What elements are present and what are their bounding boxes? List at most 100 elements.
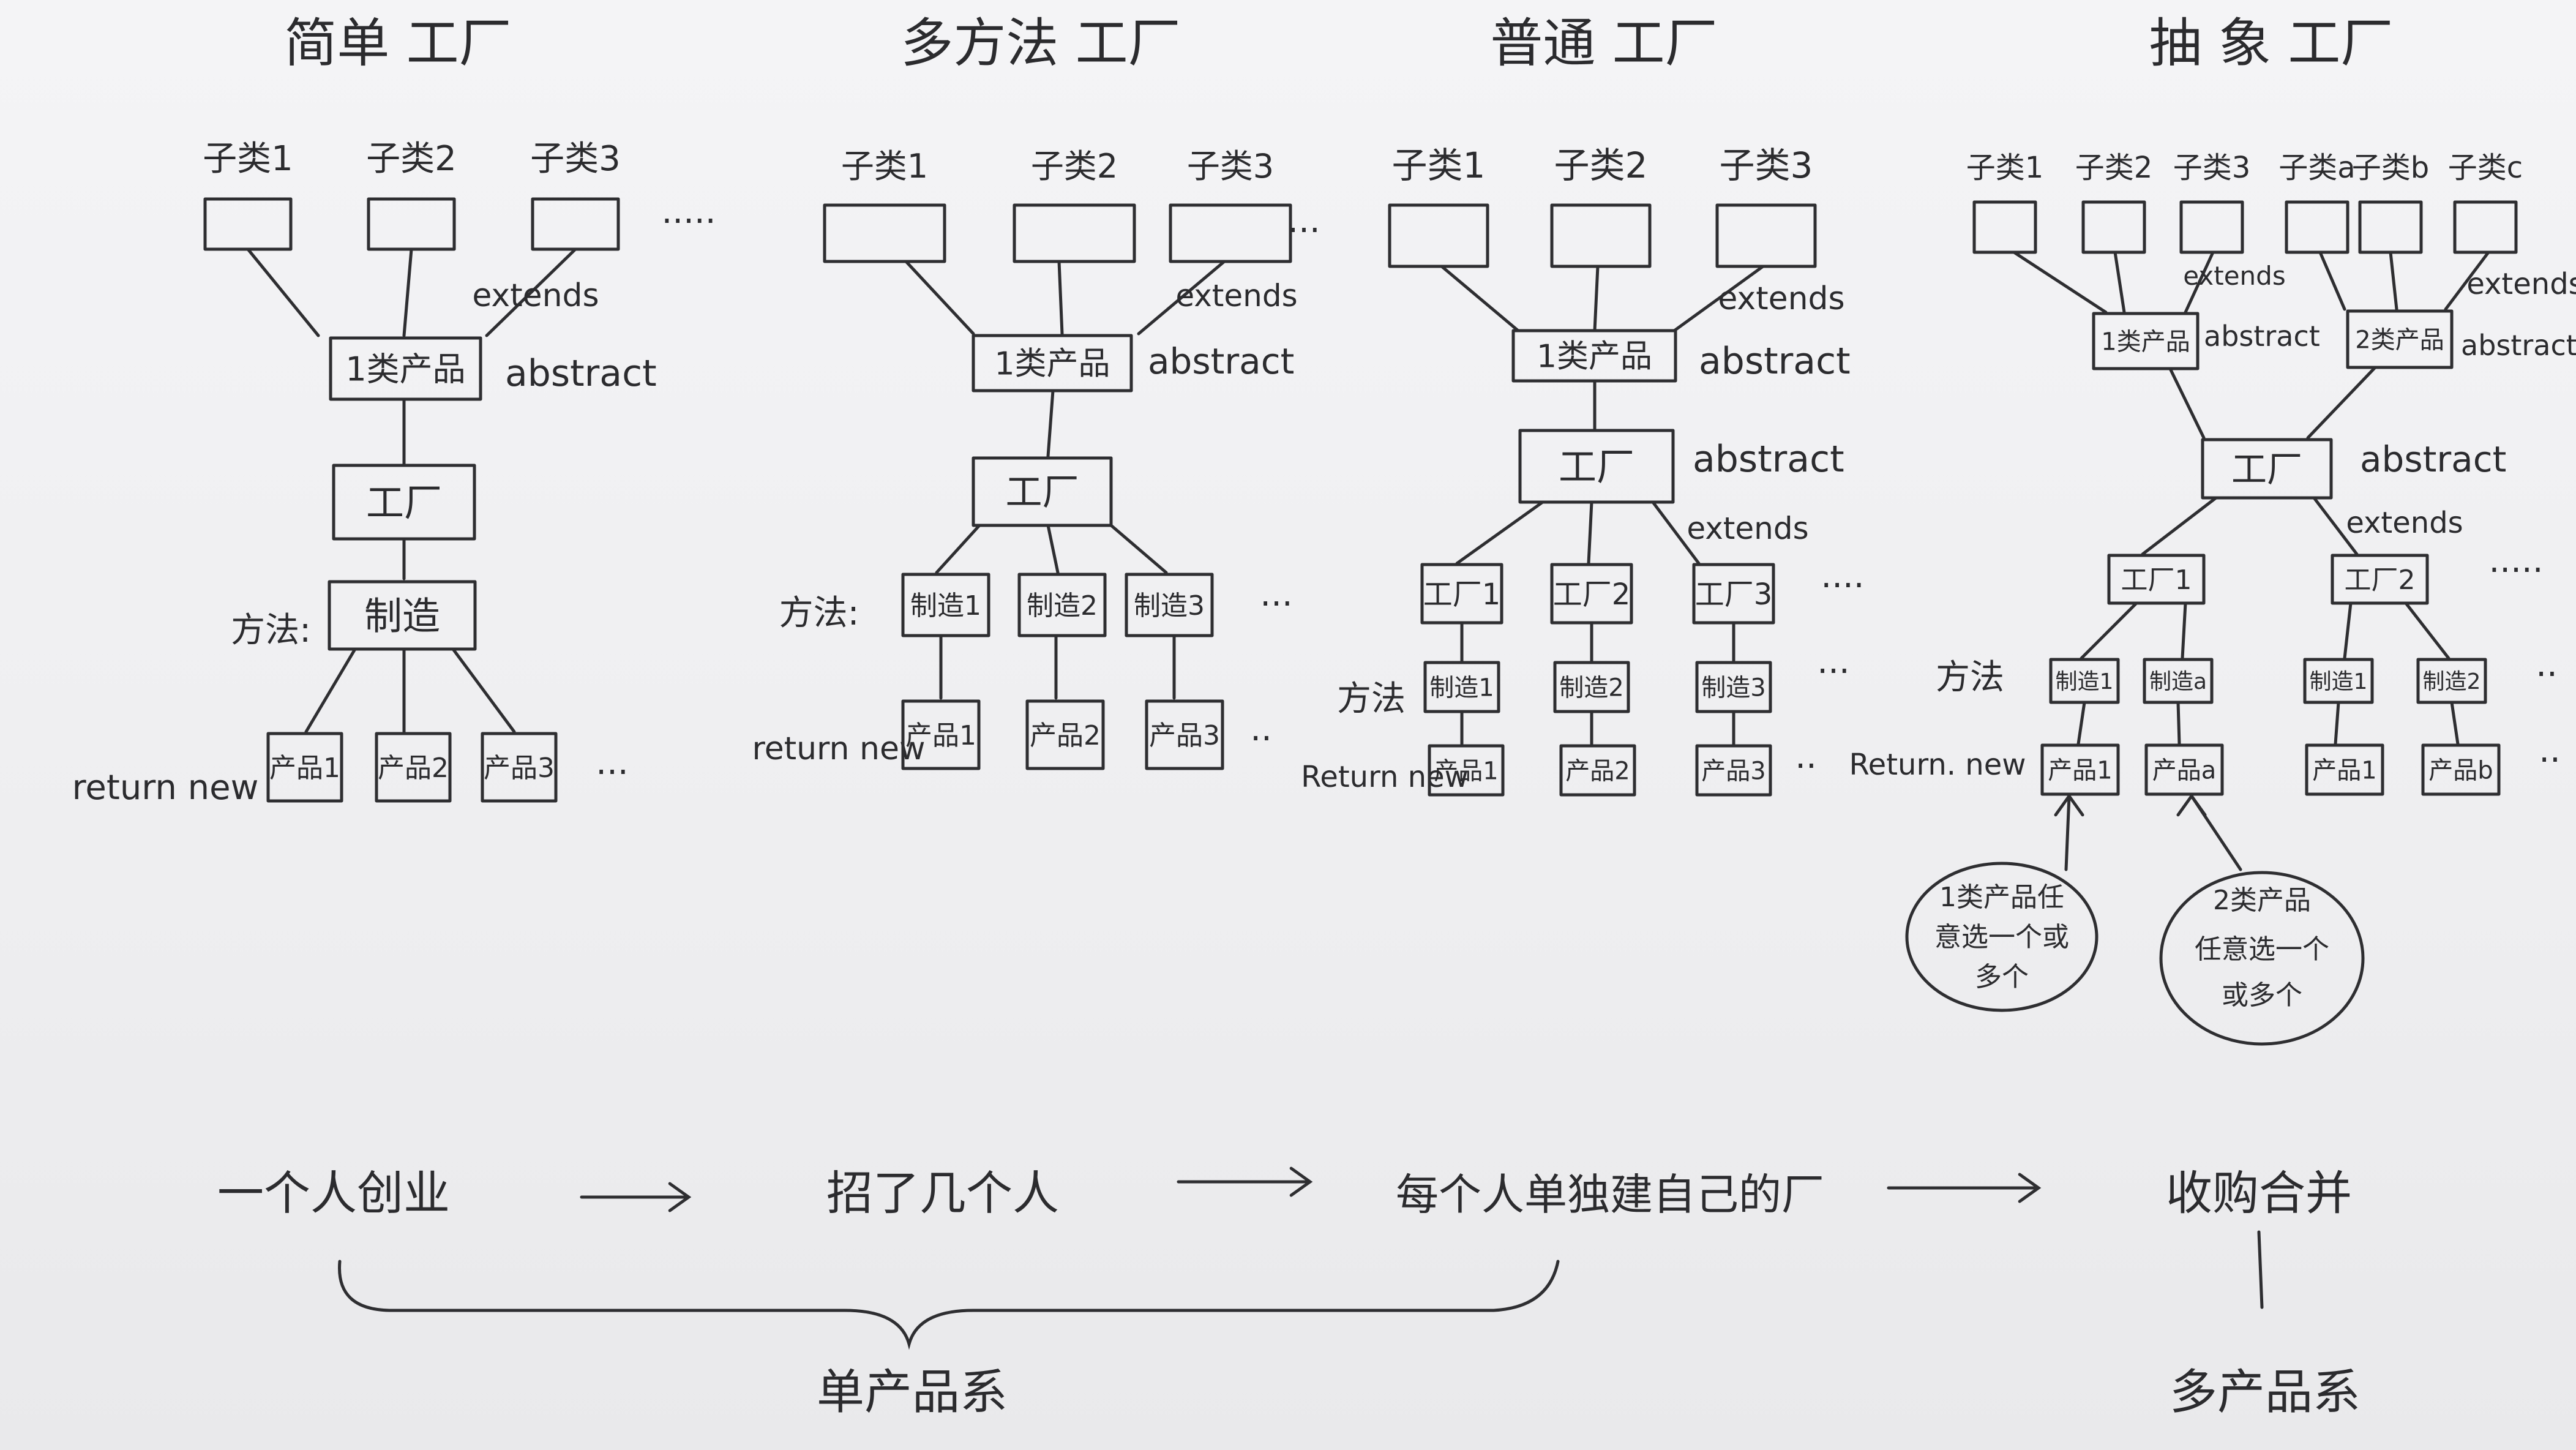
return-new-label: return new bbox=[72, 768, 259, 808]
subclass-box bbox=[1169, 203, 1292, 263]
product-box-label: 产品2 bbox=[378, 753, 449, 784]
product-class-box-label: 1类产品 bbox=[1537, 339, 1652, 375]
product-box-label: 产品1 bbox=[1434, 757, 1498, 785]
connector-line bbox=[402, 247, 413, 337]
method-label: 方法 bbox=[1936, 658, 2004, 697]
extends-label: extends bbox=[1175, 278, 1297, 314]
product-box-label: 产品1 bbox=[2048, 756, 2112, 784]
subclass-box bbox=[1388, 203, 1489, 268]
connector-line bbox=[1440, 265, 1520, 332]
section-title-1: 简单 工厂 bbox=[284, 13, 511, 74]
product-box bbox=[2144, 743, 2224, 796]
method-box-label: 制造3 bbox=[1701, 674, 1765, 702]
ellipsis-text: ·· bbox=[1250, 719, 1272, 759]
connector-line bbox=[904, 260, 975, 336]
subclass-box bbox=[1972, 200, 2037, 254]
ellipsis-text: ··· bbox=[1287, 211, 1320, 250]
product-class-box-label: 1类产品 bbox=[345, 350, 465, 388]
ellipsis-text: ·· bbox=[2539, 740, 2561, 780]
subclass-box bbox=[531, 197, 620, 251]
product-class-2-box bbox=[2346, 309, 2454, 369]
extends-label: extends bbox=[2466, 267, 2576, 301]
concrete-factory-box-label: 工厂2 bbox=[1553, 577, 1631, 612]
concrete-factory-box-label: 工厂1 bbox=[1423, 577, 1501, 612]
connector-line bbox=[2113, 250, 2126, 314]
connector-line bbox=[2444, 250, 2490, 311]
subclass-label: 子类1 bbox=[1966, 151, 2044, 185]
single-product-family-label: 单产品系 bbox=[817, 1365, 1008, 1420]
note-text: 意选一个或 bbox=[1934, 922, 2069, 953]
subclass-box bbox=[2453, 200, 2518, 254]
abstract-label: abstract bbox=[2360, 438, 2506, 480]
connector-line bbox=[1672, 265, 1765, 332]
connector-line bbox=[1046, 524, 1060, 574]
connector-line bbox=[2181, 601, 2187, 660]
connector-line bbox=[304, 647, 357, 734]
note-circle bbox=[2159, 871, 2365, 1046]
abstract-label: abstract bbox=[1148, 340, 1294, 382]
connector-line bbox=[2257, 1230, 2264, 1309]
method-box bbox=[328, 580, 477, 651]
connector-line bbox=[2306, 366, 2377, 440]
product-box bbox=[1428, 744, 1505, 797]
method-box-label: 制造 bbox=[364, 593, 440, 638]
connector-line bbox=[2184, 250, 2215, 314]
abstract-label: abstract bbox=[505, 352, 657, 395]
subclass-label: 子类2 bbox=[2075, 151, 2153, 185]
product-box bbox=[1145, 699, 1224, 770]
extends-label: extends bbox=[2346, 506, 2463, 540]
product-class-box-label: 1类产品 bbox=[994, 346, 1110, 383]
subclass-label: 子类3 bbox=[1187, 147, 1274, 186]
connector-line bbox=[2389, 250, 2398, 311]
connector-line bbox=[2141, 496, 2218, 556]
return-new-label: Return. new bbox=[1849, 748, 2026, 782]
connector-line bbox=[2012, 250, 2108, 314]
subclass-label: 子类a bbox=[2278, 151, 2355, 185]
method-box-label: 制造2 bbox=[1559, 674, 1623, 702]
product-class-1-box bbox=[2092, 312, 2200, 370]
connector-line bbox=[935, 524, 981, 574]
product-box bbox=[2040, 743, 2120, 796]
ellipsis-text: ····· bbox=[661, 201, 716, 241]
product-box bbox=[1559, 744, 1636, 797]
method-box-label: 制造3 bbox=[1134, 590, 1205, 622]
product-box-label: 产品3 bbox=[1149, 720, 1220, 751]
note-text: 2类产品 bbox=[2213, 885, 2311, 916]
ellipsis-text: ··· bbox=[1817, 652, 1849, 691]
timeline-stage: 一个人创业 bbox=[217, 1166, 450, 1220]
product-class-2-box-label: 2类产品 bbox=[2355, 326, 2444, 354]
subclass-label: 子类3 bbox=[2173, 151, 2251, 185]
connector-line bbox=[2312, 496, 2359, 556]
method-box-label: 制造2 bbox=[1027, 590, 1098, 622]
subclass-label: 子类b bbox=[2352, 151, 2429, 185]
product-box bbox=[1695, 744, 1772, 797]
arrowhead-icon bbox=[2018, 1173, 2042, 1203]
timeline-stage: 收购合并 bbox=[2166, 1166, 2352, 1220]
connector-line bbox=[2080, 601, 2138, 660]
method-box bbox=[1017, 573, 1107, 637]
extends-label: extends bbox=[1718, 280, 1844, 317]
connector-line bbox=[2343, 601, 2353, 660]
section-title-4: 抽 象 工厂 bbox=[2149, 13, 2394, 74]
subclass-label: 子类2 bbox=[1554, 145, 1648, 186]
timeline-stage: 招了几个人 bbox=[826, 1166, 1059, 1220]
subclass-label: 子类2 bbox=[1031, 147, 1118, 186]
connector-line bbox=[2334, 701, 2340, 746]
subclass-label: 子类3 bbox=[530, 139, 621, 179]
product-box bbox=[266, 732, 343, 803]
note-text: 多个 bbox=[1975, 961, 2029, 993]
subclass-box bbox=[2179, 200, 2244, 254]
product-box-label: 产品1 bbox=[269, 753, 340, 784]
subclass-box bbox=[823, 203, 946, 263]
factory-box bbox=[2201, 438, 2333, 500]
connector-line bbox=[485, 247, 577, 337]
abstract-label: abstract bbox=[1693, 438, 1844, 481]
connector-line bbox=[2318, 250, 2346, 311]
arrow-line bbox=[2064, 794, 2071, 871]
concrete-factory-box-label: 工厂2 bbox=[2345, 565, 2416, 596]
method-box bbox=[901, 573, 990, 637]
method-box-label: 制造1 bbox=[2056, 669, 2114, 694]
subclass-box bbox=[367, 197, 456, 251]
method-box-label: 制造2 bbox=[2423, 669, 2481, 694]
concrete-factory-box-label: 工厂3 bbox=[1695, 577, 1773, 612]
